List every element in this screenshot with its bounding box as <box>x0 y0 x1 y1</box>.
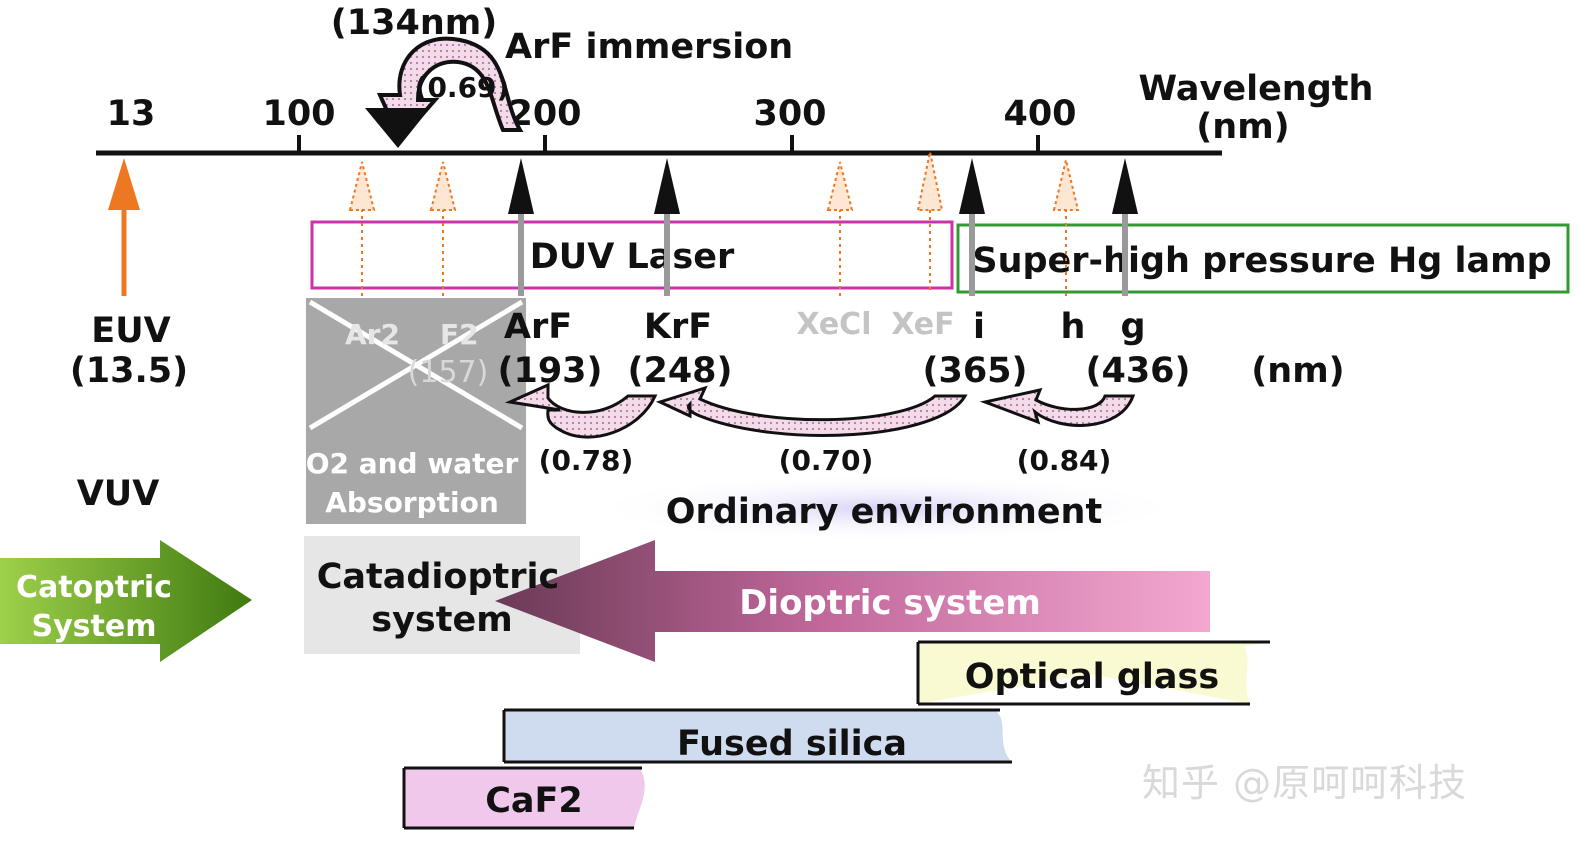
catadioptric-label-2: system <box>371 600 512 640</box>
optical-glass-label: Optical glass <box>965 657 1219 697</box>
h-line-label: h <box>1061 307 1086 347</box>
catadioptric-label-1: Catadioptric <box>317 557 560 597</box>
source-arrows <box>108 151 1138 296</box>
catoptric-label-1: Catoptric <box>16 570 172 605</box>
immersion-label: ArF immersion <box>505 27 793 67</box>
dotted-arrow-f2 <box>429 161 457 296</box>
duv-laser-label: DUV Laser <box>530 237 735 277</box>
ratio-arrow-krf-i <box>655 385 968 437</box>
absorption-label-2: Absorption <box>325 486 499 519</box>
xecl-label: XeCl <box>797 307 872 342</box>
immersion-ratio: (0.69) <box>415 71 510 104</box>
bar-optical-glass <box>916 640 1270 706</box>
ratio-krf-i: (0.70) <box>779 444 874 477</box>
immersion-wavelength: (134nm) <box>331 3 497 43</box>
g-line-value: (436) <box>1085 351 1190 391</box>
xef-label: XeF <box>891 307 954 342</box>
ar2-label: Ar2 <box>345 318 400 351</box>
axis-title: Wavelength <box>1139 69 1374 109</box>
arrow-g <box>1112 158 1138 296</box>
wavelength-unit: (nm) <box>1251 351 1344 391</box>
euv-arrow-head <box>108 158 140 210</box>
tick-label-300: 300 <box>753 94 826 134</box>
arf-immersion-arrow <box>365 36 524 148</box>
arrow-i <box>959 158 985 296</box>
bar-caf2 <box>402 766 645 830</box>
ordinary-environment-label: Ordinary environment <box>666 492 1102 532</box>
dioptric-arrow <box>495 540 1210 662</box>
euv-value: (13.5) <box>70 351 188 391</box>
f2-label: F2 <box>440 318 479 351</box>
hg-lamp-box <box>956 223 1570 294</box>
euv-label: EUV <box>91 311 170 351</box>
dotted-arrow-xecl <box>826 161 854 296</box>
arf-value: (193) <box>497 351 602 391</box>
immersion-arrow-head <box>365 108 430 148</box>
absorption-label-1: O2 and water <box>306 447 519 480</box>
arrow-arf <box>508 158 534 296</box>
ratio-arrow-i-g <box>979 387 1136 427</box>
axis-unit: (nm) <box>1196 107 1289 147</box>
caf2-label: CaF2 <box>485 781 583 821</box>
duv-laser-box <box>310 220 954 290</box>
tick-label-100: 100 <box>262 94 335 134</box>
tick-label-13: 13 <box>107 94 156 134</box>
ordinary-glow <box>585 474 1185 542</box>
krf-value: (248) <box>627 351 732 391</box>
hg-lamp-label: Super-high pressure Hg lamp <box>972 241 1551 281</box>
dotted-arrow-ar2 <box>348 161 376 296</box>
f2-value: (157) <box>408 355 489 390</box>
i-line-label: i <box>973 307 985 347</box>
i-line-value: (365) <box>922 351 1027 391</box>
ratio-i-g: (0.84) <box>1017 444 1112 477</box>
arf-label: ArF <box>504 307 572 347</box>
catoptric-arrow <box>0 540 252 662</box>
tick-label-400: 400 <box>1003 94 1076 134</box>
axis-ticks <box>297 135 1040 153</box>
g-line-label: g <box>1120 307 1145 347</box>
ratio-arf-krf: (0.78) <box>539 444 634 477</box>
dotted-arrow-xef <box>916 151 944 290</box>
catoptric-label-2: System <box>32 609 157 644</box>
watermark: 知乎 @原呵呵科技 <box>1142 761 1468 805</box>
dioptric-label: Dioptric system <box>739 583 1041 623</box>
vuv-label: VUV <box>77 474 160 514</box>
bar-fused-silica <box>502 708 1012 764</box>
krf-label: KrF <box>644 307 712 347</box>
dotted-arrow-h <box>1052 159 1080 296</box>
fused-silica-label: Fused silica <box>677 724 907 764</box>
ratio-arrow-arf-krf <box>504 382 658 439</box>
arrow-krf <box>654 158 680 296</box>
cross-line-2 <box>308 299 524 431</box>
